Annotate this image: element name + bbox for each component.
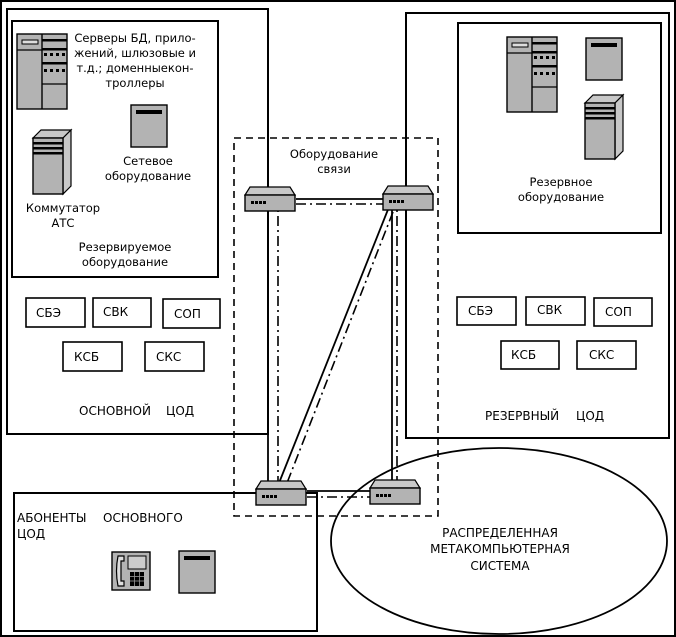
server-rack-icon [16, 33, 68, 110]
main-sks-label: СКС [156, 350, 181, 364]
reserve-caption-2: оборудование [518, 190, 604, 204]
switch-icon-meta [369, 479, 421, 505]
backup-dc-title-2: ЦОД [576, 409, 604, 423]
meta-caption-3: СИСТЕМА [470, 559, 530, 573]
main-dc-title-2: ЦОД [166, 404, 194, 418]
main-ksb-box [62, 341, 123, 372]
backup-ksb-label: КСБ [511, 348, 536, 362]
subscribers-group: АБОНЕНТЫ ОСНОВНОГО ЦОД [13, 492, 318, 632]
main-svk-label: СВК [103, 305, 129, 319]
pbx-label-1: Коммутатор [26, 201, 100, 215]
servers-label-3: т.д.; доменныекон- [76, 61, 193, 75]
backup-ksb-box [500, 340, 560, 370]
meta-caption-2: МЕТАКОМПЬЮТЕРНАЯ [430, 542, 570, 556]
backup-svk-label: СВК [537, 303, 563, 317]
server-rack-icon [506, 36, 558, 113]
network-device-icon [130, 104, 168, 148]
main-ksb-label: КСБ [74, 350, 99, 364]
comm-caption-2: связи [317, 162, 351, 176]
network-label-2: оборудование [105, 169, 191, 183]
server-tower-icon [584, 94, 624, 160]
subscribers-title-2: ОСНОВНОГО [103, 511, 183, 525]
servers-label-4: троллеры [105, 76, 164, 90]
pbx-tower-icon [32, 129, 72, 195]
main-datacenter: Серверы БД, прило- жений, шлюзовые и т.д… [6, 8, 269, 435]
subscribers-title-1: АБОНЕНТЫ [17, 511, 86, 525]
main-sbe-label: СБЭ [36, 306, 61, 320]
backup-dc-title-1: РЕЗЕРВНЫЙ [485, 408, 559, 423]
servers-label-1: Серверы БД, прило- [74, 31, 195, 45]
meta-caption-1: РАСПРЕДЕЛЕННАЯ [442, 526, 558, 540]
network-device-icon [585, 37, 623, 81]
switch-icon-main [244, 186, 296, 212]
backup-sop-label: СОП [605, 305, 632, 319]
communication-links [267, 196, 398, 498]
network-label-1: Сетевое [123, 154, 173, 168]
main-sop-box [162, 298, 221, 329]
main-sks-box [144, 341, 205, 372]
servers-label-2: жений, шлюзовые и [74, 46, 196, 60]
backup-datacenter: Резервное оборудование СБЭ СВК СОП КСБ С… [405, 12, 670, 439]
pbx-label-2: АТС [52, 216, 75, 230]
backup-sks-box [576, 340, 637, 370]
terminal-device-icon [178, 550, 216, 594]
reserved-caption-1: Резервируемое [79, 240, 172, 254]
reserve-caption-1: Резервное [530, 175, 593, 189]
comm-caption-1: Оборудование [290, 147, 378, 161]
backup-sbe-label: СБЭ [468, 304, 493, 318]
reserve-equipment-box [457, 22, 662, 234]
backup-svk-box [525, 296, 586, 326]
switch-icon-backup [382, 185, 434, 211]
subscribers-box [13, 492, 318, 632]
main-sop-label: СОП [174, 307, 201, 321]
backup-sks-label: СКС [589, 348, 614, 362]
meta-system-ellipse [330, 447, 668, 635]
subscribers-title-3: ЦОД [17, 527, 45, 541]
backup-sop-box [593, 297, 653, 327]
switch-icon-subscribers [255, 480, 307, 506]
main-svk-box [92, 297, 152, 328]
link-solid [278, 206, 390, 484]
reserved-caption-2: оборудование [82, 255, 168, 269]
main-sbe-box [25, 297, 86, 328]
comm-equipment-area [233, 137, 439, 517]
link-dashdot [286, 211, 394, 484]
phone-icon [111, 551, 151, 591]
backup-sbe-box [456, 296, 517, 326]
main-dc-title-1: ОСНОВНОЙ [79, 403, 151, 418]
